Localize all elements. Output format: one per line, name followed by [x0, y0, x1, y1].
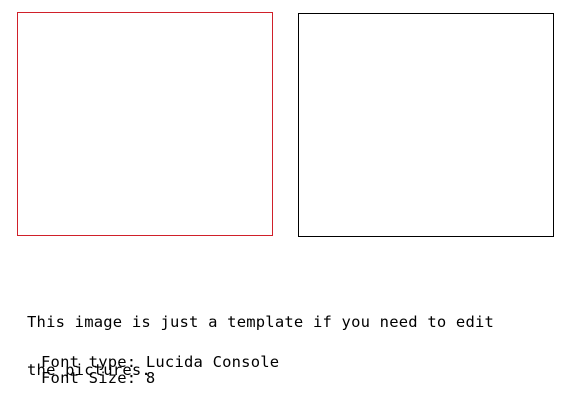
- font-type-line: Font type: Lucida Console: [41, 353, 280, 371]
- font-size-line: Font Size: 8: [41, 369, 156, 387]
- template-note-line-2: the pictures.: [27, 361, 151, 379]
- template-note: This image is just a template if you nee…: [27, 282, 547, 394]
- template-note-line-1: This image is just a template if you nee…: [27, 313, 495, 331]
- right-picture-frame: [298, 13, 554, 237]
- font-info: Font type: Lucida Console Font Size: 8: [41, 354, 279, 386]
- left-picture-frame: [17, 12, 273, 236]
